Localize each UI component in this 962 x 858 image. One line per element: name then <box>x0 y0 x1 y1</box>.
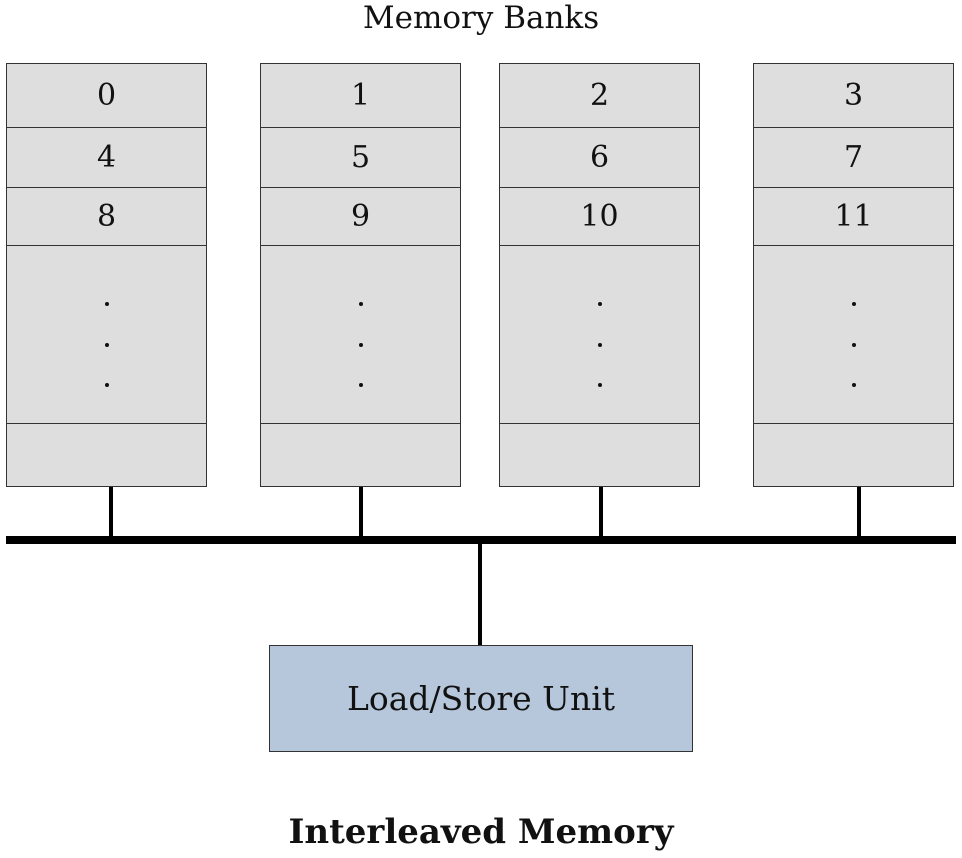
bank-cell: 7 <box>754 128 953 188</box>
bank-connector <box>109 487 113 537</box>
ellipsis-cell <box>754 246 953 424</box>
ellipsis-dot <box>597 343 602 347</box>
memory-bus <box>6 536 956 544</box>
bank-cell: 6 <box>500 128 699 188</box>
bank-cell: 1 <box>261 64 460 128</box>
ellipsis-dot <box>104 383 109 387</box>
bank-cell: 8 <box>7 188 206 246</box>
ellipsis-cell <box>7 246 206 424</box>
ellipsis-dot <box>851 343 856 347</box>
ellipsis-dot <box>358 302 363 306</box>
ellipsis-cell <box>261 246 460 424</box>
diagram-caption: Interleaved Memory <box>288 812 674 852</box>
memory-bank-0: 0 4 8 <box>6 63 207 487</box>
bank-cell: 5 <box>261 128 460 188</box>
ellipsis-cell <box>500 246 699 424</box>
load-store-unit: Load/Store Unit <box>269 645 693 752</box>
bank-cell: 4 <box>7 128 206 188</box>
bank-cell: 2 <box>500 64 699 128</box>
ellipsis-dot <box>851 302 856 306</box>
bank-cell: 9 <box>261 188 460 246</box>
bank-connector <box>359 487 363 537</box>
bank-cell: 3 <box>754 64 953 128</box>
bank-cell: 10 <box>500 188 699 246</box>
bank-cell: 11 <box>754 188 953 246</box>
ellipsis-dot <box>851 383 856 387</box>
memory-bank-3: 3 7 11 <box>753 63 954 487</box>
ellipsis-dot <box>597 383 602 387</box>
ellipsis-dot <box>104 343 109 347</box>
unit-connector <box>478 543 482 645</box>
ellipsis-dot <box>358 383 363 387</box>
bank-connector <box>857 487 861 537</box>
ellipsis-dot <box>358 343 363 347</box>
bank-cell: 0 <box>7 64 206 128</box>
bank-connector <box>599 487 603 537</box>
ellipsis-dot <box>597 302 602 306</box>
memory-bank-1: 1 5 9 <box>260 63 461 487</box>
ellipsis-dot <box>104 302 109 306</box>
memory-banks-title: Memory Banks <box>362 0 600 36</box>
memory-bank-2: 2 6 10 <box>499 63 700 487</box>
